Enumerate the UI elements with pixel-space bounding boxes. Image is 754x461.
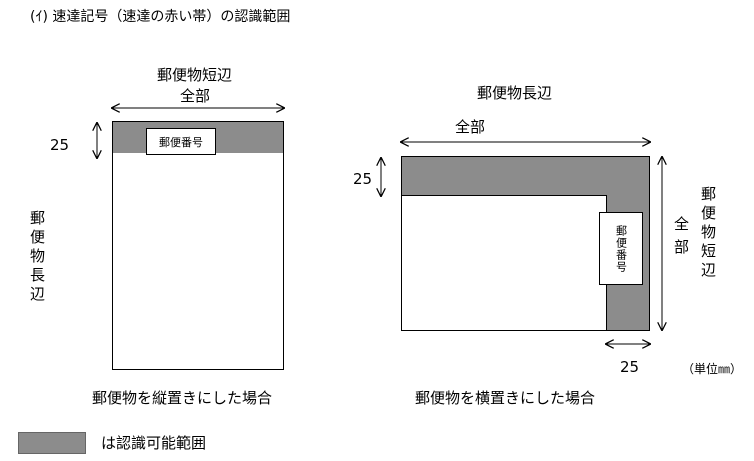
right-side-label: 郵便物短辺 [699,186,717,281]
left-top-label: 郵便物短辺 [157,66,233,84]
left-side-label: 郵便物長辺 [28,210,46,305]
right-caption: 郵便物を横置きにした場合 [415,389,596,407]
right-height-label: 全部 [672,216,690,262]
right-inner-area [401,195,607,331]
right-width-label: 全部 [455,118,486,136]
heading: (ｲ) 速達記号（速達の赤い帯）の認識範囲 [30,9,291,25]
right-band-dimension: 25 [353,170,373,188]
left-caption: 郵便物を縦置きにした場合 [92,389,273,407]
unit-label: （単位㎜） [682,362,743,376]
legend-label: は認識可能範囲 [101,434,207,452]
right-bottom-dimension: 25 [620,358,640,376]
legend-swatch [18,432,86,454]
right-postal-code-label: 郵便番号 [614,224,628,273]
left-envelope [112,121,284,370]
right-postal-code-box: 郵便番号 [599,212,643,285]
left-postal-code-box: 郵便番号 [146,128,216,155]
left-band-dimension: 25 [50,136,70,154]
right-top-label: 郵便物長辺 [477,84,553,102]
left-width-label: 全部 [180,87,211,105]
